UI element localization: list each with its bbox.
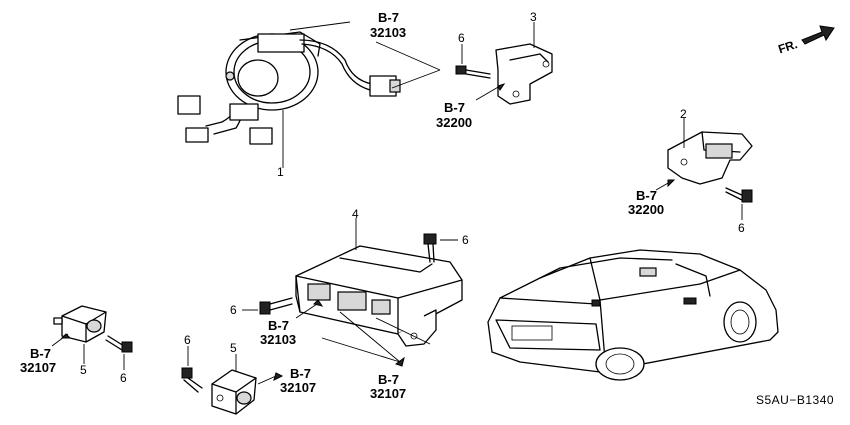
srs-unit-part-4	[295, 218, 463, 347]
vehicle-outline	[487, 249, 779, 381]
ref-b7-32200-top[interactable]: B-7 32200	[436, 100, 472, 130]
part-number-6c: 6	[462, 233, 469, 247]
ref-b7-32107-left[interactable]: B-7 32107	[20, 346, 56, 375]
part-number-6d: 6	[230, 303, 237, 317]
part-number-3: 3	[530, 10, 537, 24]
bracket-part-2	[667, 118, 753, 185]
ref-code: 32103	[370, 25, 406, 40]
ref-page: B-7	[378, 372, 399, 387]
ref-code: 32107	[280, 380, 316, 395]
part-number-5b: 5	[230, 341, 237, 355]
ref-page: B-7	[378, 10, 399, 25]
ref-code: 32200	[436, 115, 472, 130]
ref-page: B-7	[636, 188, 657, 203]
bolt-part-6d	[242, 297, 293, 315]
ref-page: B-7	[268, 318, 289, 333]
part-number-1: 1	[277, 165, 284, 179]
ref-b7-32107-center[interactable]: B-7 32107	[280, 366, 316, 395]
impact-sensor-part-5a	[53, 305, 107, 364]
ref-page: B-7	[444, 100, 465, 115]
bolt-part-6e	[105, 335, 133, 370]
ref-code: 32103	[260, 332, 296, 347]
diagram-code: S5AU−B1340	[756, 393, 834, 407]
ref-code: 32107	[20, 360, 56, 375]
ref-page: B-7	[30, 346, 51, 361]
cable-reel-part	[177, 31, 401, 168]
part-number-6f: 6	[184, 333, 191, 347]
bolt-part-6a	[455, 44, 491, 79]
front-label: FR.	[776, 37, 799, 56]
bolt-part-6c	[423, 233, 458, 263]
impact-sensor-part-5b	[211, 354, 257, 415]
ref-b7-32107-bottom[interactable]: B-7 32107	[370, 372, 406, 401]
ref-b7-32103-center[interactable]: B-7 32103	[260, 318, 296, 347]
part-number-4: 4	[352, 207, 359, 221]
front-arrow-icon	[801, 25, 835, 45]
part-number-6a: 6	[458, 31, 465, 45]
bolt-part-6f	[181, 346, 203, 393]
front-direction-indicator: FR.	[776, 25, 835, 56]
bolt-part-6b	[725, 187, 753, 220]
part-number-2: 2	[680, 107, 687, 121]
part-number-6b: 6	[738, 221, 745, 235]
ref-b7-32200-right[interactable]: B-7 32200	[628, 188, 664, 217]
bracket-part-3	[495, 22, 553, 105]
ref-page: B-7	[290, 366, 311, 381]
ref-b7-32103-top[interactable]: B-7 32103	[370, 10, 406, 40]
part-number-6e: 6	[120, 371, 127, 385]
ref-code: 32200	[628, 202, 664, 217]
part-number-5a: 5	[80, 363, 87, 377]
ref-code: 32107	[370, 386, 406, 401]
